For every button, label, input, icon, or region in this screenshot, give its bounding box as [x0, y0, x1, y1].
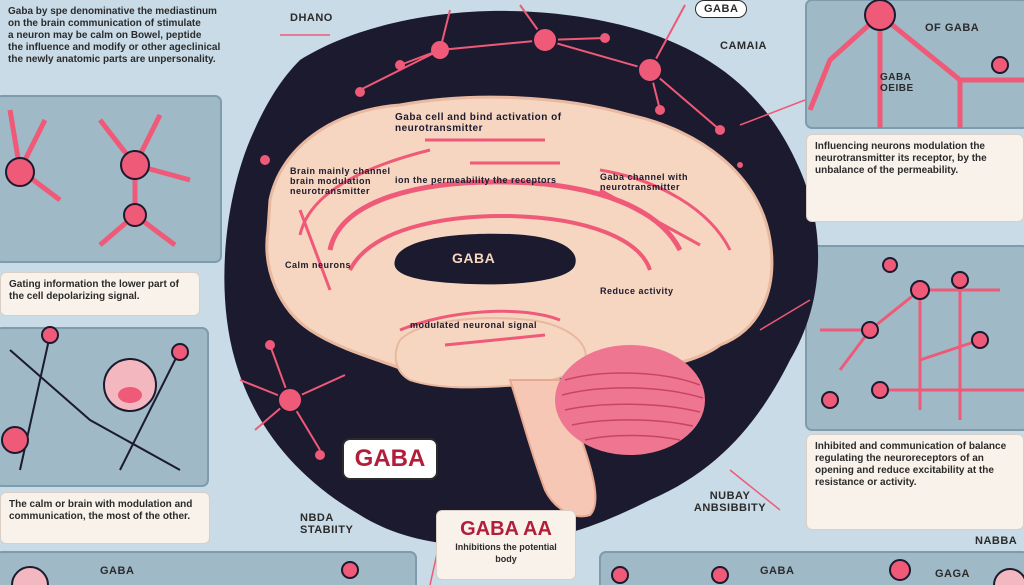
right-bottom-box: Inhibited and communication of balance r…: [806, 434, 1024, 530]
label-nubay: NUBAY ANBSIBBITY: [693, 490, 767, 514]
label-camaia: CAMAIA: [720, 40, 767, 52]
label-gaba-bottom-left: GABA: [100, 565, 135, 577]
neuron-cell: [951, 271, 969, 289]
brain-arrows: [298, 138, 701, 347]
brain-text-3: ion the permeability the receptors: [395, 175, 557, 185]
left-mid-box: Gating information the lower part of the…: [0, 272, 200, 316]
top-left-line-2: on the brain communication of stimulate: [8, 18, 201, 29]
bottom-right-panel: [599, 551, 1024, 585]
left-lower-panel: [0, 327, 209, 487]
neuron-cell: [991, 56, 1009, 74]
cerebellum: [555, 345, 705, 455]
right-top-box: Influencing neurons modulation the neuro…: [806, 134, 1024, 222]
label-dhano: DHANO: [290, 12, 333, 24]
right-mid-panel: [805, 245, 1024, 431]
neuron-dot: [265, 340, 275, 350]
neuron-cell: [910, 280, 930, 300]
brain-fold-2: [348, 213, 652, 271]
synapse-cell: [103, 358, 157, 412]
synapse-core: [118, 387, 142, 403]
left-neuron-panel: [0, 95, 222, 263]
neuron-cell: [821, 391, 839, 409]
top-left-text: Gaba by spe denominative the mediastinum…: [0, 0, 240, 96]
neuron-cell: [1, 426, 29, 454]
neuron-cell: [5, 157, 35, 187]
brain-fold-5: [399, 309, 561, 332]
brain-text-5: Reduce activity: [600, 286, 674, 296]
neuron-cell: [971, 331, 989, 349]
brain-fold-3: [298, 148, 431, 236]
top-left-line-1: Gaba by spe denominative the mediastinum: [8, 6, 217, 17]
neuron-cell: [861, 321, 879, 339]
brain-text-2: Brain mainly channel brain modulation ne…: [290, 166, 391, 196]
left-bottom-box: The calm or brain with modulation and co…: [0, 492, 210, 544]
right-top-panel-lines: [807, 13, 1024, 128]
label-gaga-bottom: GAGA: [935, 568, 970, 580]
top-left-line-5: the newly anatomic parts are unpersonali…: [8, 54, 216, 65]
top-neuron-nodes: [260, 27, 743, 168]
right-mid-panel-lines: [820, 280, 1024, 420]
neuron-cell: [871, 381, 889, 399]
bottom-left-panel: [0, 551, 417, 585]
label-of-gaba: OF GABA: [925, 22, 980, 34]
gaba-aa-title: GABA AA: [460, 518, 552, 540]
neuron-cell: [864, 0, 896, 31]
neuron-cell: [882, 257, 898, 273]
neuron-cell: [171, 343, 189, 361]
label-nbda-stabiity: NBDA STABIITY: [300, 512, 354, 536]
gaba-aa-box: GABA AA Inhibitions the potential body: [436, 510, 576, 580]
brain-text-4: Gaba channel with neurotransmitter: [600, 172, 689, 192]
left-lower-neuron-node: [277, 387, 303, 413]
label-gaba-oeibe: GABA OEIBE: [880, 72, 914, 94]
neuron-dot: [315, 450, 325, 460]
neuron-cell: [41, 326, 59, 344]
gaba-tag: GABA: [342, 438, 438, 480]
gaba-aa-text: Inhibitions the potential body: [455, 542, 557, 564]
brain-text-7: modulated neuronal signal: [410, 320, 538, 330]
top-left-line-3: a neuron may be calm on Bowel, peptide: [8, 30, 202, 41]
top-left-line-4: the influence and modify or other agecli…: [8, 42, 221, 53]
label-gaba-center: GABA: [452, 250, 496, 266]
label-nabba: NABBA: [975, 535, 1018, 547]
label-gaba-bottom-right: GABA: [760, 565, 795, 577]
neuron-cell: [123, 203, 147, 227]
ventricle: [394, 233, 576, 285]
brain-fold-4: [599, 168, 732, 251]
label-gaba-top: GABA: [695, 0, 748, 18]
brain-text-1: Gaba cell and bind activation of neurotr…: [395, 112, 562, 134]
bottom-neurons: [11, 559, 1024, 585]
neuron-cell: [120, 150, 150, 180]
cerebellum-lines: [561, 372, 704, 441]
brain-text-6: Calm neurons: [285, 260, 352, 270]
